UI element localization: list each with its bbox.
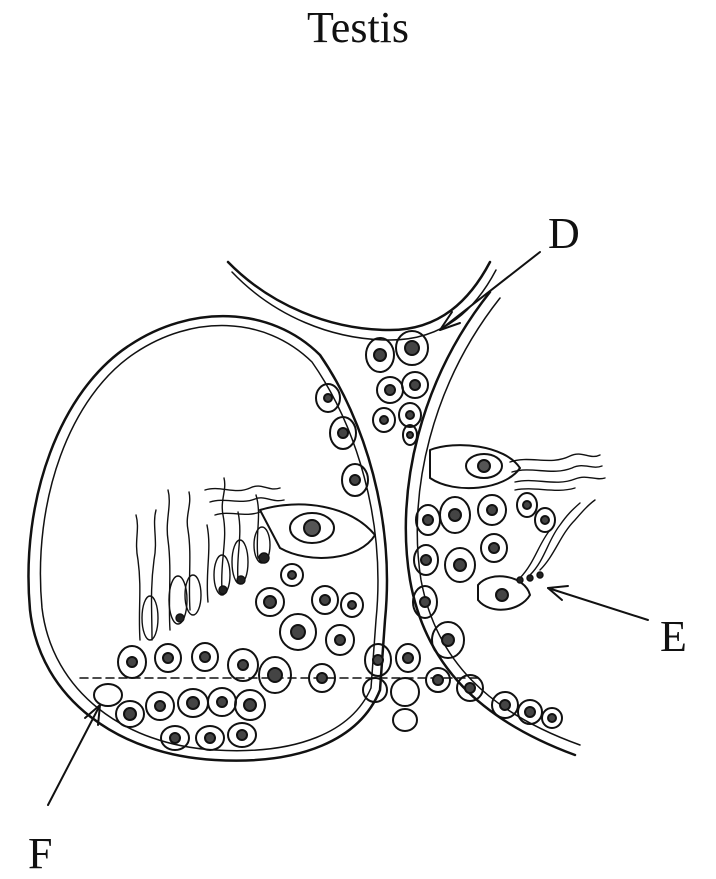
right-sperm-tails xyxy=(510,454,605,583)
left-tubule-wall xyxy=(28,316,386,760)
right-tubule-cells xyxy=(413,445,562,728)
label-d: D xyxy=(548,212,580,256)
arrow-e xyxy=(548,588,648,620)
left-tubule-cells xyxy=(94,384,375,750)
left-sperm-tails xyxy=(136,478,284,640)
label-f: F xyxy=(28,832,52,876)
top-tubule-wall xyxy=(228,262,496,340)
arrow-f xyxy=(48,705,100,805)
label-e: E xyxy=(660,615,687,659)
